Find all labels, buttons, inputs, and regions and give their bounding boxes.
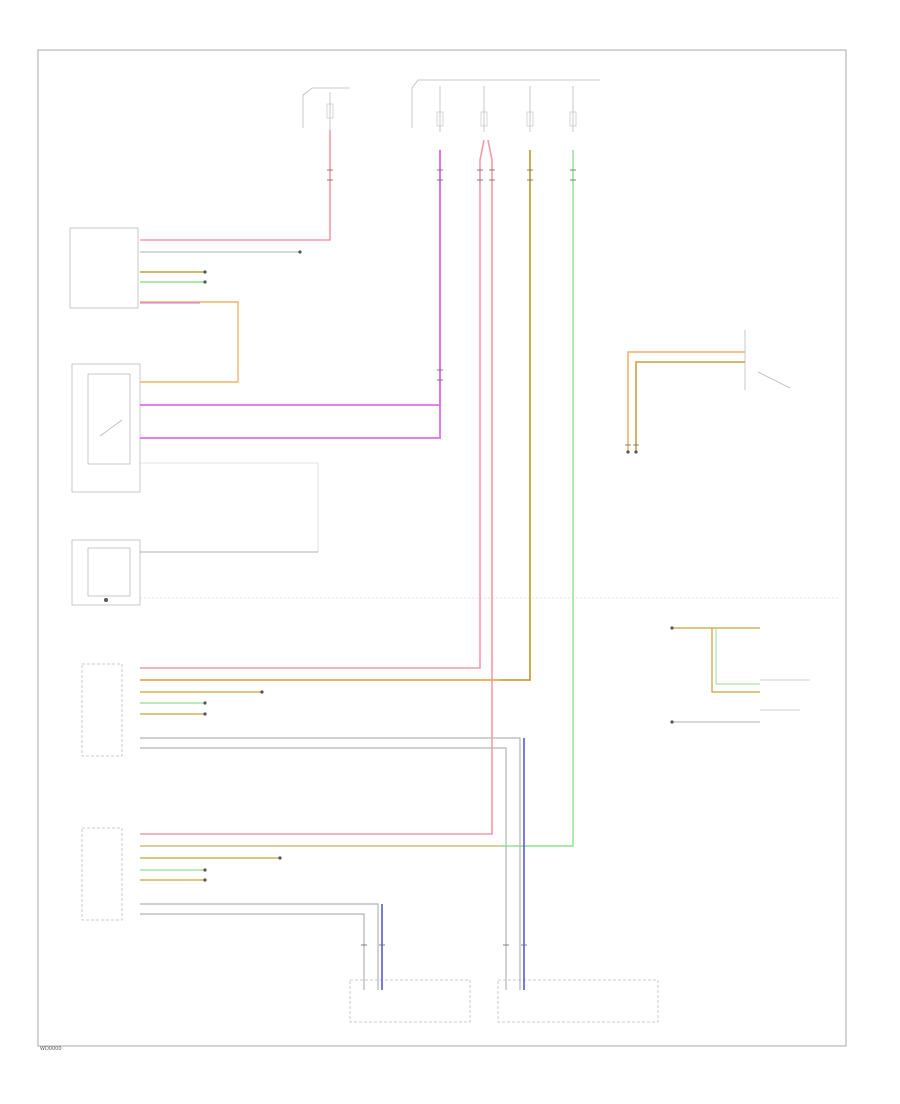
wire-green-seat-rear [140, 150, 574, 847]
wire-magenta-2 [140, 150, 441, 439]
wire-grey-rear-2 [140, 913, 365, 990]
splice-points [104, 250, 674, 882]
relay-box [87, 373, 131, 465]
wire-tan-right [635, 361, 745, 452]
switch-right [744, 330, 791, 390]
connector-box-left [349, 979, 471, 1023]
module-box-1 [69, 227, 139, 309]
wire-orange-loop [140, 301, 239, 383]
wire-tan-seat-front [140, 150, 531, 681]
wire-grey-front-2 [140, 747, 507, 990]
diagram-frame [37, 49, 847, 1047]
wire-red-module1 [140, 130, 331, 241]
switch-box [71, 539, 141, 606]
switch-inner [87, 547, 131, 597]
wire-grey-rear-1 [140, 903, 379, 990]
wire-magenta-1 [140, 150, 441, 406]
wire-grey-front-1 [140, 737, 521, 990]
ground-switch-right [760, 679, 810, 711]
diagram-code: WD0000 [40, 1046, 62, 1052]
seat-module-front [81, 663, 123, 757]
wire-red-seat-rear [140, 139, 493, 835]
wire-orange-right [627, 351, 745, 452]
seat-module-rear [81, 827, 123, 921]
relay-switch [99, 419, 123, 437]
module-box-2 [71, 363, 141, 493]
wire-red-seat-front [140, 139, 485, 669]
connector-box-right [497, 979, 659, 1023]
connector-marks [327, 169, 639, 946]
fuse-block-right [411, 79, 600, 132]
fuse-block-left [302, 87, 350, 130]
